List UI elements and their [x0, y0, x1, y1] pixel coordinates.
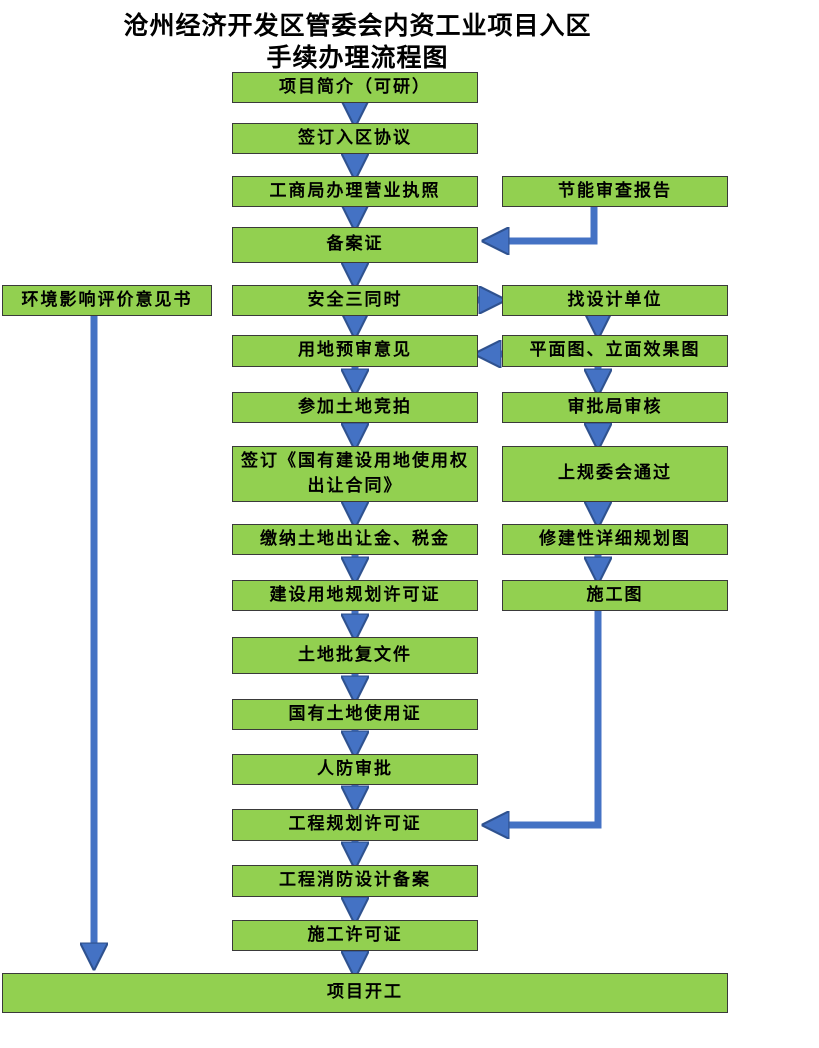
step-land-preexam: 用地预审意见 — [232, 335, 478, 367]
step-environmental-assessment: 环境影响评价意见书 — [2, 285, 212, 316]
step-find-designer: 找设计单位 — [502, 285, 728, 316]
step-civil-defense: 人防审批 — [232, 754, 478, 785]
step-business-license: 工商局办理营业执照 — [232, 176, 478, 207]
step-energy-review: 节能审查报告 — [502, 176, 728, 207]
step-land-contract: 签订《国有建设用地使用权出让合同》 — [232, 446, 478, 502]
step-approval-review: 审批局审核 — [502, 392, 728, 423]
energy-to-filing-arrow — [494, 207, 598, 241]
step-pay-fees: 缴纳土地出让金、税金 — [232, 524, 478, 555]
step-sign-agreement: 签订入区协议 — [232, 123, 478, 154]
step-project-start: 项目开工 — [2, 973, 728, 1013]
step-land-auction: 参加土地竞拍 — [232, 392, 478, 423]
diagram-title-line2: 手续办理流程图 — [266, 43, 449, 72]
step-construction-drawing: 施工图 — [502, 580, 728, 611]
diagram-title-line1: 沧州经济开发区管委会内资工业项目入区 — [123, 11, 592, 40]
step-filing-certificate: 备案证 — [232, 227, 478, 263]
step-land-planning-permit: 建设用地规划许可证 — [232, 580, 478, 611]
step-engineering-permit: 工程规划许可证 — [232, 809, 478, 841]
step-safety-three-simultaneous: 安全三同时 — [232, 285, 478, 316]
drawing-to-permit-arrow — [494, 611, 602, 825]
step-planning-committee: 上规委会通过 — [502, 446, 728, 502]
step-land-use-cert: 国有土地使用证 — [232, 699, 478, 730]
step-detailed-plan: 修建性详细规划图 — [502, 524, 728, 555]
step-project-intro: 项目简介（可研） — [232, 72, 478, 103]
step-land-approval: 土地批复文件 — [232, 637, 478, 674]
step-construction-permit: 施工许可证 — [232, 920, 478, 951]
step-plans-elevations: 平面图、立面效果图 — [502, 335, 728, 367]
step-fire-design: 工程消防设计备案 — [232, 865, 478, 897]
